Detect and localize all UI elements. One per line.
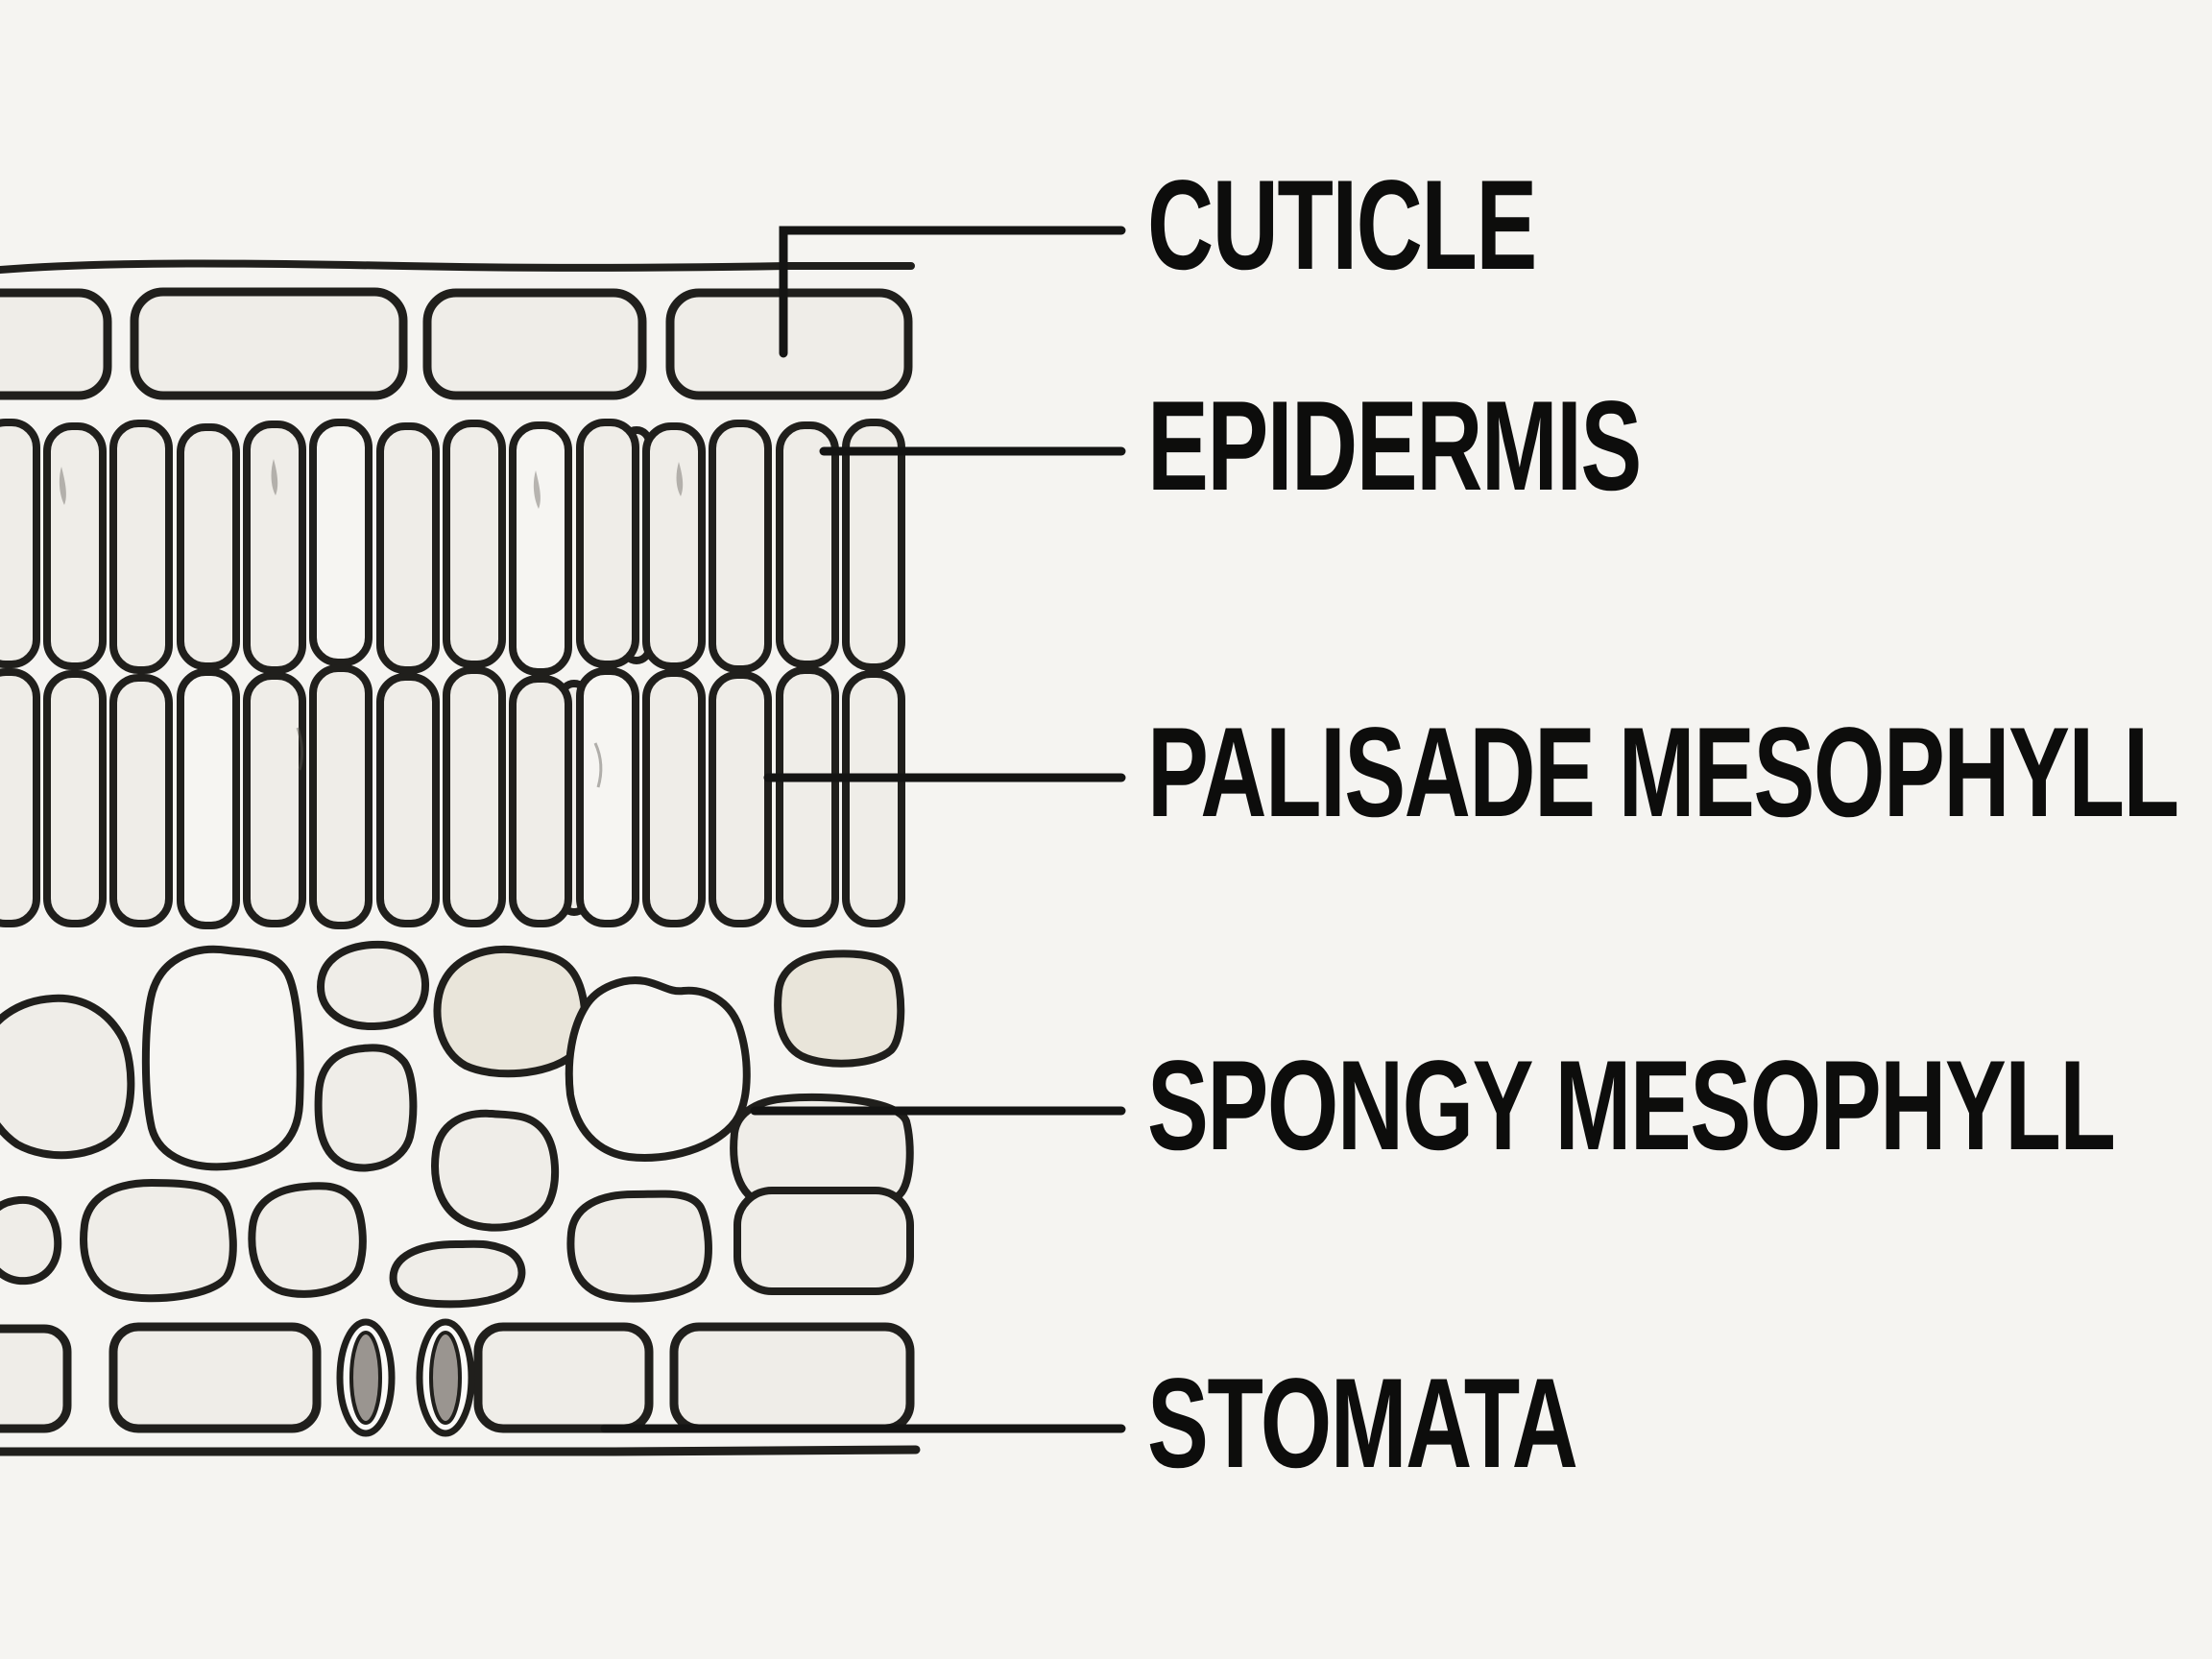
guard-cell: [429, 1331, 462, 1425]
spongy-cell: [80, 1178, 237, 1303]
label-spongy-mesophyll: SPONGY MESOPHYLL: [1147, 1035, 2116, 1177]
spongy-cell: [389, 1239, 526, 1309]
palisade-cell: [576, 667, 639, 927]
label-cuticle: CUTICLE: [1147, 155, 1537, 297]
palisade-cell: [776, 666, 839, 927]
spongy-cell: [0, 1195, 62, 1286]
palisade-cell: [376, 673, 440, 927]
spongy-cell: [316, 940, 430, 1031]
palisade-cell: [376, 422, 440, 674]
palisade-cell: [709, 671, 772, 927]
crease-mark: [296, 727, 304, 771]
palisade-cell: [776, 421, 839, 668]
palisade-cell: [109, 674, 173, 927]
epidermis-cell: [108, 1322, 322, 1433]
label-stomata: STOMATA: [1147, 1353, 1578, 1495]
lower-cuticle-line: [0, 1445, 921, 1456]
shading-mark: [676, 462, 684, 496]
spongy-cell: [141, 945, 304, 1171]
palisade-cell: [642, 669, 706, 927]
leader-lines: [600, 226, 1126, 1433]
palisade-cell: [309, 419, 373, 666]
upper-cuticle-line: [0, 259, 915, 274]
label-epidermis: EPIDERMIS: [1147, 375, 1642, 517]
palisade-cell: [842, 419, 905, 671]
palisade-cell: [243, 421, 306, 674]
palisade-cell: [0, 419, 40, 668]
palisade-cell: [443, 666, 506, 927]
spongy-cell: [431, 1109, 560, 1232]
palisade-cell: [177, 423, 240, 670]
label-palisade-mesophyll: PALISADE MESOPHYLL: [1147, 702, 2179, 844]
palisade-cell: [443, 420, 506, 668]
spongy-mesophyll-layer: [0, 940, 914, 1309]
epidermis-cell: [665, 288, 913, 400]
palisade-cell: [43, 422, 107, 670]
spongy-cell: [314, 1044, 418, 1172]
palisade-cell: [43, 670, 107, 927]
spongy-cell: [433, 946, 589, 1078]
leader-cuticle: [779, 226, 1126, 358]
spongy-cell: [774, 950, 905, 1068]
palisade-cell: [709, 420, 772, 673]
palisade-mesophyll-layer: [0, 419, 905, 929]
guard-cell: [349, 1331, 382, 1425]
palisade-cell: [842, 670, 905, 927]
palisade-cell: [243, 672, 306, 927]
spongy-cell: [566, 1190, 712, 1303]
palisade-cell: [177, 668, 240, 929]
epidermis-cell: [0, 288, 112, 400]
stoma: [336, 1318, 475, 1437]
spongy-cell: [565, 976, 751, 1162]
palisade-cell: [0, 668, 40, 927]
epidermis-cell: [0, 1324, 72, 1433]
palisade-cell: [509, 421, 572, 676]
epidermis-cell: [669, 1322, 915, 1433]
palisade-cell: [109, 420, 173, 674]
palisade-cell: [509, 675, 572, 927]
palisade-cell: [642, 422, 706, 670]
palisade-cell: [576, 419, 639, 668]
shading-mark: [533, 470, 541, 509]
epidermis-cell: [473, 1322, 654, 1433]
spongy-cell: [248, 1182, 367, 1298]
spongy-cell: [0, 994, 135, 1160]
palisade-cell: [309, 664, 373, 929]
epidermis-cell: [130, 287, 408, 400]
shading-mark: [59, 467, 66, 505]
spongy-cell: [733, 1187, 914, 1295]
epidermis-cell: [422, 288, 647, 400]
crease-mark: [593, 742, 603, 788]
lower-epidermis-layer: [0, 1318, 915, 1437]
upper-epidermis-layer: [0, 287, 913, 400]
shading-mark: [271, 459, 278, 495]
